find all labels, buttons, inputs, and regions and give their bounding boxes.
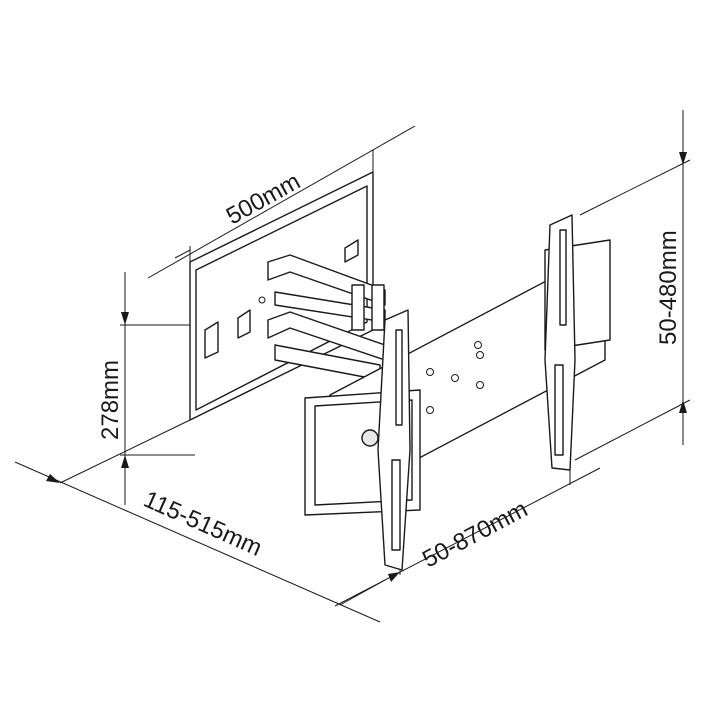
svg-text:278mm: 278mm	[97, 360, 124, 440]
svg-text:115-515mm: 115-515mm	[140, 486, 266, 562]
dimension-50-480mm: 50-480mm	[574, 110, 691, 461]
swing-arms	[267, 254, 386, 381]
dimension-278mm: 278mm	[97, 272, 195, 505]
right-rail	[544, 214, 576, 471]
left-rail	[361, 309, 411, 571]
svg-text:50-870mm: 50-870mm	[418, 496, 532, 574]
svg-text:50-480mm: 50-480mm	[655, 230, 682, 345]
